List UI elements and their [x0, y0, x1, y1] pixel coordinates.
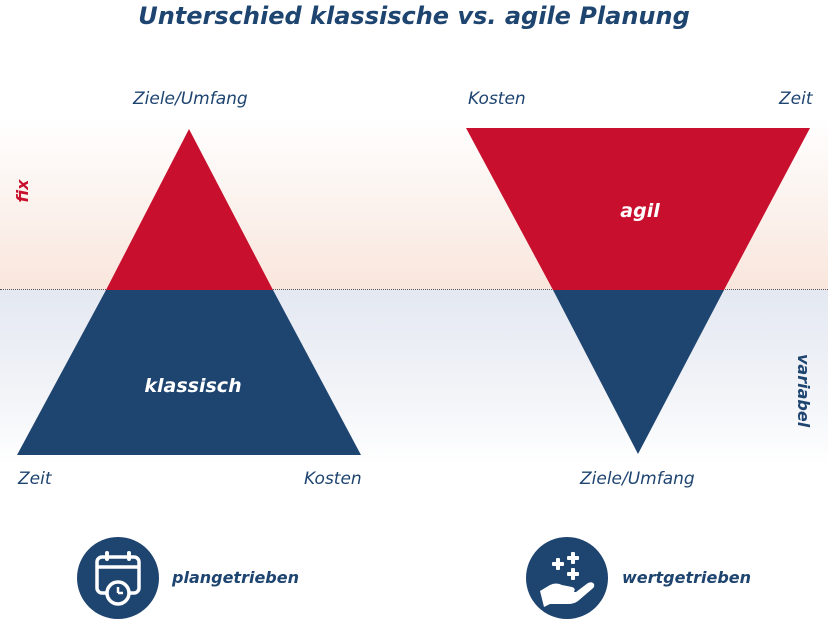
agile-top-left-label: Kosten — [468, 89, 526, 109]
agile-top-right-label: Zeit — [779, 89, 813, 109]
classic-bottom-left-label: Zeit — [18, 469, 52, 489]
classic-bottom-right-label: Kosten — [304, 469, 362, 489]
classic-top-label: Ziele/Umfang — [133, 89, 248, 109]
agile-footer-label: wertgetrieben — [622, 568, 752, 587]
calendar-clock-icon — [77, 537, 159, 619]
classic-fixed-segment — [106, 129, 273, 290]
classic-footer-label: plangetrieben — [172, 568, 299, 587]
agile-bottom-label: Ziele/Umfang — [580, 469, 695, 489]
classic-variable-segment — [17, 290, 361, 455]
zone-divider-line — [0, 289, 828, 290]
agile-fixed-segment — [466, 128, 810, 290]
classic-shape-label: klassisch — [144, 375, 241, 397]
hand-sparkle-icon — [526, 537, 608, 619]
agile-variable-segment — [553, 290, 724, 454]
agile-shape-label: agil — [620, 200, 660, 222]
page-title: Unterschied klassische vs. agile Planung — [138, 2, 690, 30]
